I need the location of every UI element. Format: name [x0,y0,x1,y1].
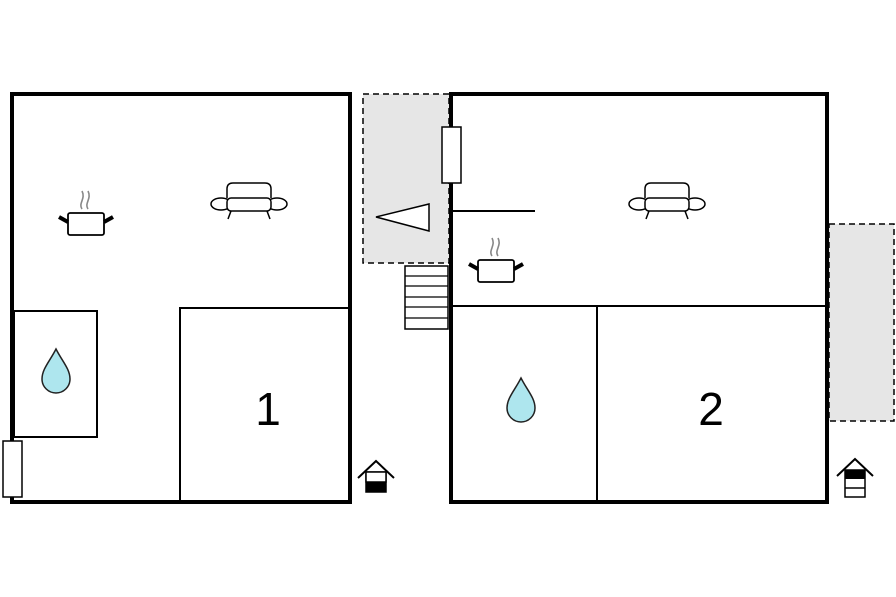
cooking-pot-icon [467,236,525,284]
entrance-arrow-icon [375,203,430,232]
floor-1-bathroom-wall [13,310,98,438]
water-drop-icon [41,348,71,394]
house-floor-icon [357,459,395,493]
balcony-area [828,223,895,422]
room-number-1: 1 [255,383,281,435]
room-number-2: 2 [698,383,724,435]
floor-2-outer-wall [449,92,829,504]
house-floor-icon [836,457,874,498]
entrance-terrace [362,93,450,330]
floor-1-bedroom-wall [179,307,348,502]
stairs-icon [404,265,449,330]
floor-1-plan: 1 [2,92,352,504]
cooking-pot-icon [57,189,115,237]
sofa-icon [628,182,706,220]
sofa-icon [210,182,288,220]
window-icon [441,126,462,184]
window-icon [2,440,23,498]
terrace-area [362,93,450,264]
water-drop-icon [506,377,536,423]
floor-2-plan: 2 [441,92,895,504]
